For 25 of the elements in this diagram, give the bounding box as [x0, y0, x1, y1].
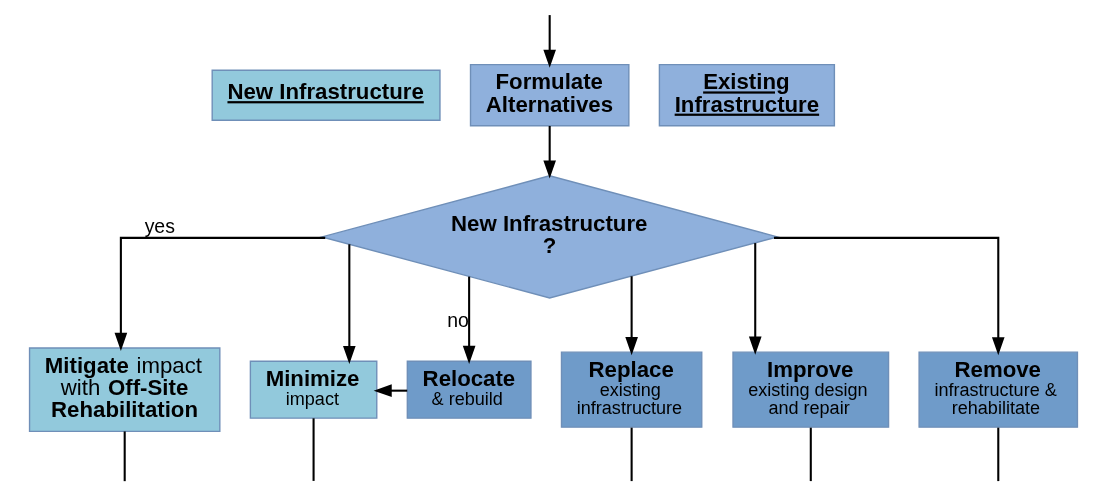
- arrow: [748, 243, 762, 355]
- edge-label: yes: [144, 214, 175, 237]
- node-box: Remove infrastructure & rehabilitate: [918, 351, 1079, 428]
- node-box: Existing Infrastructure: [658, 63, 836, 127]
- arrow: [462, 276, 476, 364]
- arrow: [774, 236, 1005, 356]
- connector: [630, 427, 633, 482]
- node-box: Replace existing infrastructure: [560, 351, 703, 428]
- arrow: [543, 125, 556, 179]
- arrow: [343, 244, 356, 364]
- connector: [809, 427, 812, 482]
- connector: [123, 431, 126, 482]
- edge-label: no: [447, 309, 469, 332]
- node-box: Mitigate impact with Off-Site Rehabilitation: [28, 347, 221, 433]
- node-diamond: New Infrastructure ?: [319, 175, 781, 299]
- connector: [997, 427, 1000, 482]
- node-box: Formulate Alternatives: [469, 63, 630, 127]
- arrow: [625, 276, 638, 356]
- arrow: [114, 236, 326, 351]
- node-box: Improve existing design and repair: [732, 351, 890, 428]
- connector: [312, 418, 315, 481]
- node-box: Relocate & rebuild: [406, 360, 532, 419]
- node-box: Minimize impact: [249, 360, 378, 419]
- node-box: New Infrastructure: [211, 69, 441, 121]
- arrow: [543, 15, 556, 68]
